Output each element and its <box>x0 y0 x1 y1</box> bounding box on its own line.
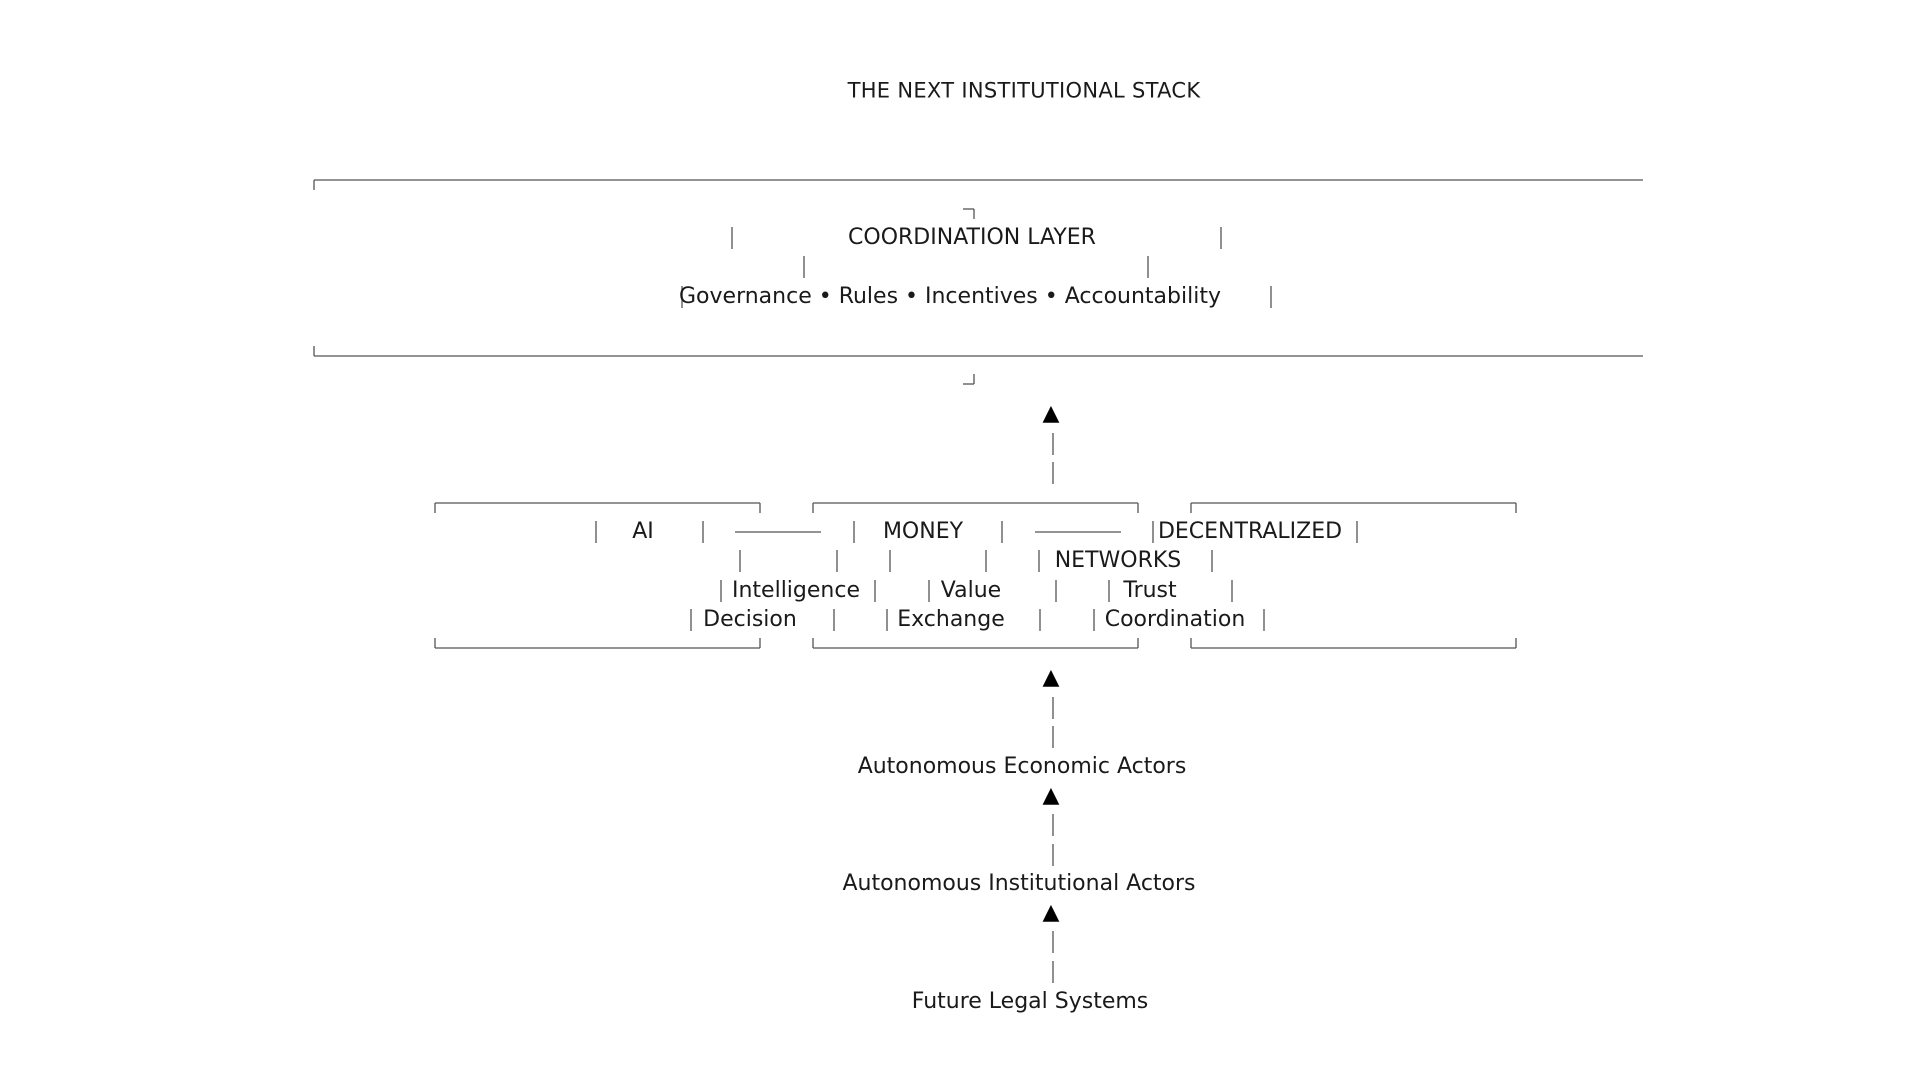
coordination-layer-heading: COORDINATION LAYER <box>848 225 1096 250</box>
money-pillar-line1: Value <box>940 578 1002 603</box>
diagram-title: THE NEXT INSTITUTIONAL STACK <box>847 78 1201 103</box>
arrow-up-icon: ▲ <box>1042 401 1060 426</box>
decentralized-pillar-heading2: NETWORKS <box>1054 548 1182 573</box>
autonomous-economic-actors: Autonomous Economic Actors <box>857 754 1187 779</box>
autonomous-institutional-actors: Autonomous Institutional Actors <box>842 871 1196 896</box>
arrow-up-icon: ▲ <box>1042 783 1060 808</box>
decentralized-pillar-line1: Trust <box>1123 578 1177 603</box>
coordination-layer-subtitle: Governance • Rules • Incentives • Accoun… <box>679 284 1221 309</box>
ai-pillar-heading: AI <box>632 519 654 544</box>
arrow-up-icon: ▲ <box>1042 665 1060 690</box>
decentralized-pillar-line2: Coordination <box>1104 607 1246 632</box>
money-pillar-line2: Exchange <box>897 607 1005 632</box>
money-pillar-heading: MONEY <box>882 519 964 544</box>
future-legal-systems: Future Legal Systems <box>911 989 1149 1014</box>
decentralized-pillar-heading: DECENTRALIZED <box>1157 519 1343 544</box>
arrow-up-icon: ▲ <box>1042 900 1060 925</box>
ai-pillar-line1: Intelligence <box>731 578 861 603</box>
ai-pillar-line2: Decision <box>703 607 797 632</box>
